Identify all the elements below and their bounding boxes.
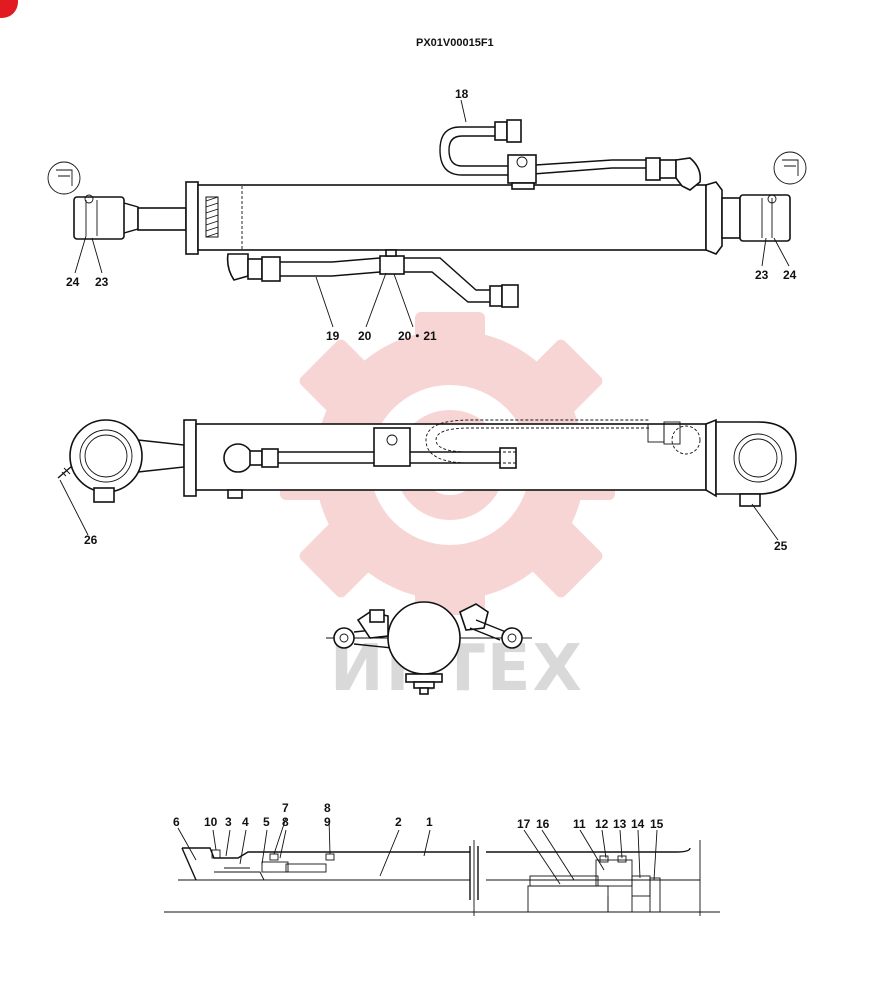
label-6: 6 bbox=[173, 815, 180, 829]
label-20: 20 bbox=[358, 329, 372, 343]
label-4: 4 bbox=[242, 815, 249, 829]
label-24-left: 24 bbox=[66, 275, 80, 289]
label-10: 10 bbox=[204, 815, 218, 829]
label-7: 7 bbox=[282, 801, 289, 815]
label-1: 1 bbox=[426, 815, 433, 829]
label-23-right: 23 bbox=[755, 268, 769, 282]
cylinder-end-view bbox=[326, 601, 532, 695]
cylinder-top-view bbox=[47, 99, 807, 328]
label-23-left: 23 bbox=[95, 275, 109, 289]
label-8-upper: 8 bbox=[324, 801, 331, 815]
label-8-lower: 8 bbox=[282, 815, 289, 829]
label-24-right: 24 bbox=[783, 268, 797, 282]
cylinder-side-view bbox=[57, 418, 797, 541]
label-2: 2 bbox=[395, 815, 402, 829]
label-16: 16 bbox=[536, 817, 550, 831]
label-13: 13 bbox=[613, 817, 627, 831]
label-9: 9 bbox=[324, 815, 331, 829]
label-26: 26 bbox=[84, 533, 98, 547]
label-12: 12 bbox=[595, 817, 609, 831]
label-18: 18 bbox=[455, 87, 469, 101]
label-20-21: 20・21 bbox=[398, 329, 437, 343]
label-14: 14 bbox=[631, 817, 645, 831]
label-3: 3 bbox=[225, 815, 232, 829]
label-17: 17 bbox=[517, 817, 531, 831]
corner-badge bbox=[0, 0, 18, 18]
label-25: 25 bbox=[774, 539, 788, 553]
label-15: 15 bbox=[650, 817, 664, 831]
label-5: 5 bbox=[263, 815, 270, 829]
label-11: 11 bbox=[573, 817, 586, 831]
label-19: 19 bbox=[326, 329, 340, 343]
cylinder-section-view bbox=[164, 817, 720, 916]
drawing-code: PX01V00015F1 bbox=[416, 37, 494, 49]
